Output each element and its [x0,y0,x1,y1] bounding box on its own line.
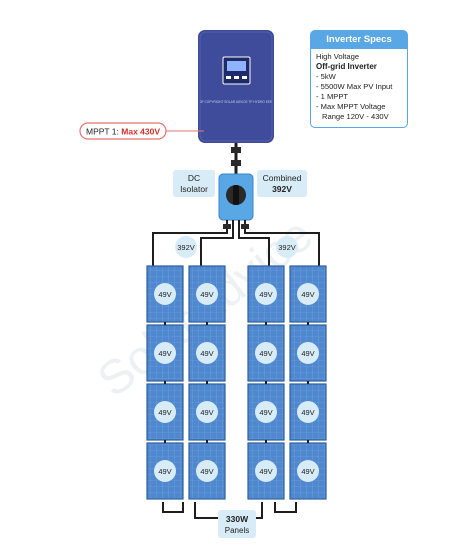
solar-panel: 49V [289,383,327,441]
mppt-prefix: MPPT 1: [86,127,121,137]
panel-voltage-label: 49V [259,467,272,476]
inverter: 3F COPYRIGHT SOLAR ADVICE TP HYDRO EEE [198,30,274,143]
specs-item: - 5500W Max PV Input [316,82,393,91]
inverter-tiny-label: 3F COPYRIGHT SOLAR ADVICE TP HYDRO EEE [200,100,272,104]
panel-caption: 330W Panels [218,510,256,538]
panel-caption-line2: Panels [225,526,249,535]
solar-panel: 49V [247,324,285,382]
mppt-value: Max 430V [121,127,160,137]
solar-panel: 49V [188,442,226,500]
panel-voltage-label: 49V [200,290,213,299]
solar-panel: 49V [289,442,327,500]
specs-line2: Off-grid Inverter [316,62,377,71]
string-voltage-left: 392V [175,236,197,258]
solar-panel: 49V [188,265,226,323]
panel-voltage-label: 49V [158,408,171,417]
panel-voltage-label: 49V [301,467,314,476]
panel-voltage-label: 49V [200,467,213,476]
panel-voltage-label: 49V [259,290,272,299]
dc-isolator-label: DC Isolator [173,170,215,197]
panel-voltage-label: 49V [301,408,314,417]
inverter-specs-box: Inverter Specs High Voltage Off-grid Inv… [310,30,408,128]
panel-voltage-label: 49V [301,349,314,358]
string-voltage-right: 392V [276,236,298,258]
solar-panel: 49V [146,383,184,441]
dc-isolator-switch [218,173,254,221]
solar-panel: 49V [289,324,327,382]
inverter-specs-title: Inverter Specs [311,31,407,49]
combined-label: Combined 392V [257,170,307,197]
svg-text:MPPT 1: Max 430V: MPPT 1: Max 430V [86,127,160,137]
specs-item: - 1 MPPT [316,92,349,101]
specs-item: Range 120V - 430V [322,112,389,121]
specs-item: - Max MPPT Voltage [316,102,386,111]
dc-isolator-line2: Isolator [180,184,208,194]
specs-line1: High Voltage [316,52,360,61]
solar-panel: 49V [247,383,285,441]
panel-voltage-label: 49V [259,349,272,358]
panel-voltage-label: 49V [259,408,272,417]
solar-panel: 49V [146,442,184,500]
panel-caption-line1: 330W [226,514,249,524]
solar-panel: 49V [289,265,327,323]
solar-panel: 49V [247,265,285,323]
dc-isolator-line1: DC [188,173,200,183]
panel-voltage-label: 49V [301,290,314,299]
solar-panel: 49V [188,383,226,441]
panel-voltage-label: 49V [158,467,171,476]
string-voltage-right-text: 392V [278,243,296,252]
solar-panel: 49V [247,442,285,500]
solar-panel: 49V [146,265,184,323]
panel-voltage-label: 49V [158,290,171,299]
solar-panel: 49V [188,324,226,382]
inverter-specs-body: High Voltage Off-grid Inverter - 5kW - 5… [316,52,408,122]
string-voltage-left-text: 392V [177,243,195,252]
solar-panel: 49V [146,324,184,382]
combined-line2: 392V [272,184,292,194]
specs-item: - 5kW [316,72,336,81]
isolator-output-cables [152,220,320,270]
panel-voltage-label: 49V [200,408,213,417]
panel-voltage-label: 49V [200,349,213,358]
mppt-callout: MPPT 1: Max 430V [79,122,204,140]
solar-panel-array: 49V 49V 49V 49V 49V 49V 49V 49V 49V 49V 49V 49V 49V 4… [146,265,327,500]
panel-voltage-label: 49V [158,349,171,358]
combined-line1: Combined [263,173,302,183]
